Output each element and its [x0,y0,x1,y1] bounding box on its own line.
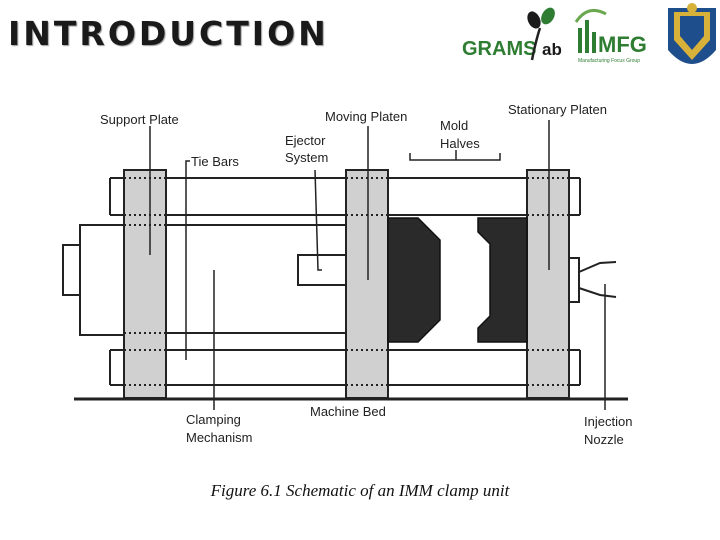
label-support-plate: Support Plate [100,112,179,127]
grams-logo-suffix: ab [542,40,562,59]
mfg-logo-subtitle: Manufacturing Focus Group [578,58,640,64]
label-tie-bars: Tie Bars [191,154,239,169]
nozzle-body [568,257,580,303]
ump-logo-text: UMP [684,67,700,74]
swoosh-icon [574,8,607,23]
label-machine-bed: Machine Bed [310,404,386,419]
leader-ejector [314,169,322,271]
leader-mold-bracket [409,153,501,161]
label-ejector-1: Ejector [285,133,326,148]
label-mold-2: Halves [440,136,480,151]
mfg-logo: MFG Manufacturing Focus Group [574,8,647,64]
label-injection-2: Nozzle [584,432,624,447]
emblem-icon [687,3,697,13]
grams-lab-logo: GRAMS ab [462,7,562,61]
label-moving-platen: Moving Platen [325,109,407,124]
leaf-icon [527,11,541,29]
leaf-icon [541,7,555,25]
label-clamping-2: Mechanism [186,430,252,445]
label-stationary-platen: Stationary Platen [508,102,607,117]
support-plate [123,169,167,399]
moving-platen [345,169,389,399]
ump-logo: UMP [668,3,716,74]
figure-caption: Figure 6.1 Schematic of an IMM clamp uni… [210,481,510,500]
slide-title: INTRODUCTION [8,14,329,53]
label-mold-1: Mold [440,118,468,133]
mfg-logo-text: MFG [598,32,647,57]
nozzle-tip-bottom [578,287,617,298]
grams-logo-text: GRAMS [462,38,536,60]
logo-bar: GRAMS ab MFG Manufacturing Focus Group U… [462,3,716,74]
clamping-end-cap [62,244,81,296]
mold-half-stationary [477,217,528,343]
clamping-mechanism-body [79,224,125,336]
nozzle-tip-top [578,261,617,273]
leader-tie-bars [185,160,190,360]
sprout-stem-icon [530,27,542,61]
label-injection-1: Injection [584,414,632,429]
label-clamping-1: Clamping [186,412,241,427]
stationary-platen [526,169,570,399]
label-ejector-2: System [285,150,328,165]
mold-half-moving [387,217,441,343]
